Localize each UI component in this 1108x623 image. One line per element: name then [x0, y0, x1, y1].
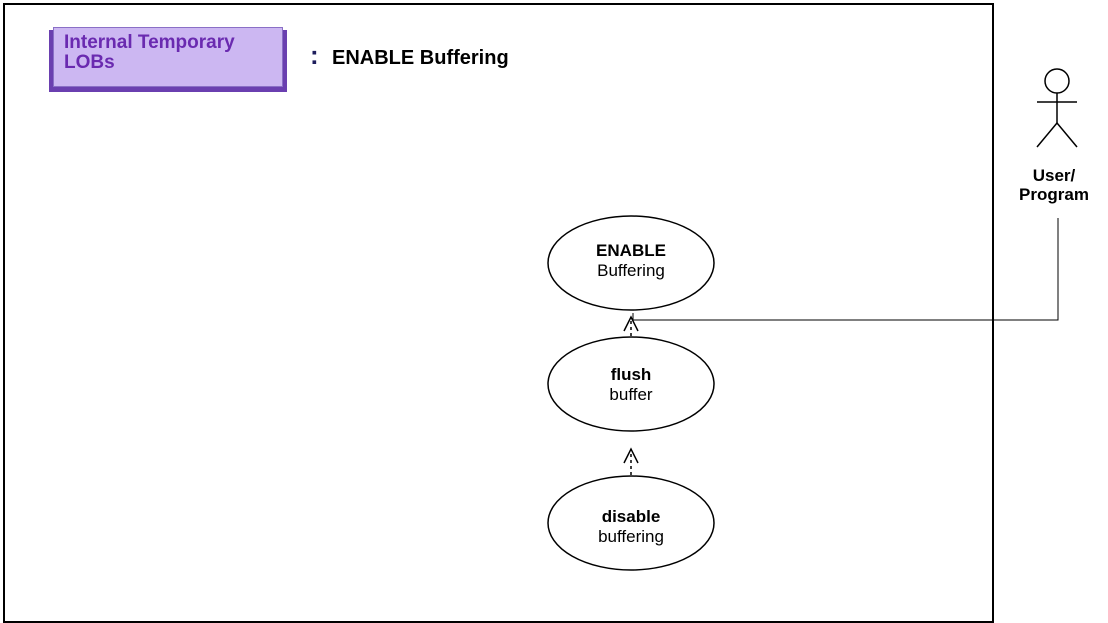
actor-label-line-2: Program [1019, 185, 1089, 204]
enable-buffering-ellipse [547, 215, 715, 311]
flush-buffer-use-case: flush buffer [548, 365, 714, 405]
dependency-arrow-flush-to-enable [623, 315, 639, 336]
badge-line-1: Internal Temporary [64, 32, 235, 53]
user-program-actor-icon [1036, 68, 1078, 148]
title-colon: : [310, 40, 319, 70]
use-case-label: buffering [598, 527, 664, 546]
actor-association-line [632, 218, 1059, 321]
use-case-diagram [547, 68, 1078, 571]
use-case-bold-label: ENABLE [596, 241, 666, 260]
disable-buffering-ellipse [547, 475, 715, 571]
flush-buffer-ellipse [547, 336, 715, 432]
actor-label: User/ Program [1000, 166, 1108, 204]
actor-label-line-1: User/ [1032, 166, 1076, 185]
badge-line-2: LOBs [64, 52, 115, 73]
actor-left-leg [1036, 122, 1058, 148]
actor-head [1044, 68, 1070, 94]
use-case-label: Buffering [597, 261, 665, 280]
disable-buffering-use-case: disable buffering [548, 507, 714, 547]
use-case-bold-label: flush [610, 365, 652, 384]
actor-right-leg [1056, 122, 1078, 148]
dependency-arrow-disable-to-flush [623, 447, 639, 475]
use-case-bold-label: disable [601, 507, 661, 526]
enable-buffering-use-case: ENABLE Buffering [548, 241, 714, 281]
use-case-label: buffer [609, 385, 653, 404]
internal-temporary-lobs-badge: Internal Temporary LOBs [53, 27, 283, 87]
page-title: ENABLE Buffering [332, 47, 509, 69]
